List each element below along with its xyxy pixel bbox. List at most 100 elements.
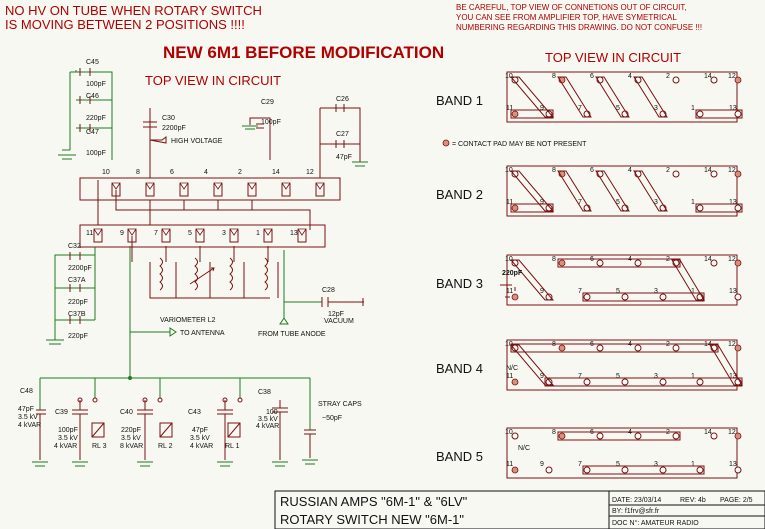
c37a-name: C37A <box>68 277 86 284</box>
switch-pin-top-label: 12 <box>306 169 314 176</box>
c39-name: C39 <box>55 409 68 416</box>
contact-note: = CONTACT PAD MAY BE NOT PRESENT <box>452 141 587 148</box>
switch-pin-top: 10 <box>102 169 121 197</box>
band-pin-bottom-label: 5 <box>616 199 620 206</box>
switch-pin-bottom: 9 <box>120 228 137 243</box>
c43-line-2: 3.5 kV <box>190 435 210 442</box>
band-pin-top-label: 6 <box>590 167 594 174</box>
c48-line-2: 3.5 kV <box>18 414 38 421</box>
band-pin-bottom-label: 3 <box>654 199 658 206</box>
c26-name: C26 <box>336 96 349 103</box>
switch-pin-top-label: 14 <box>272 169 280 176</box>
band-pin-bottom-label: 11 <box>506 199 513 206</box>
caution-line-2: YOU CAN SEE FROM AMPLIFIER TOP, HAVE SYM… <box>456 13 677 22</box>
band-label: BAND 4 <box>436 361 483 376</box>
rl1-label: RL 1 <box>225 443 240 450</box>
stray-caps-value: ~50pF <box>322 415 342 422</box>
warning-line-1: NO HV ON TUBE WHEN ROTARY SWITCH <box>5 3 262 18</box>
c45-value: 100pF <box>86 81 106 88</box>
band-pin-top-label: 2 <box>666 167 670 174</box>
c40-line-2: 3.5 kV <box>121 435 141 442</box>
band-pin-top-label: 8 <box>552 73 556 80</box>
band-pin-bottom-label: 9 <box>540 288 544 295</box>
c47-name: C47 <box>86 129 99 136</box>
switch-pin-bottom-label: 9 <box>120 230 124 237</box>
band-pin-bottom-label: 3 <box>654 373 658 380</box>
high-voltage-label: HIGH VOLTAGE <box>171 138 223 145</box>
left-view-header: TOP VIEW IN CIRCUIT <box>145 73 281 88</box>
band-pin-top-label: 14 <box>704 256 712 263</box>
c46-value: 220pF <box>86 115 106 122</box>
c38-line-1: 100 <box>266 409 278 416</box>
switch-pin-bottom-label: 1 <box>256 230 260 237</box>
title-block-date: DATE: 23/03/14 <box>612 497 661 504</box>
switch-pin-top-label: 6 <box>170 169 174 176</box>
c43-line-1: 47pF <box>192 427 208 434</box>
band4-extra: N/C <box>506 365 518 372</box>
c40-line-1: 220pF <box>121 427 141 434</box>
title-block: RUSSIAN AMPS "6M-1" & "6LV" ROTARY SWITC… <box>274 490 765 529</box>
main-title: NEW 6M1 BEFORE MODIFICATION <box>163 43 444 62</box>
c48-line-1: 47pF <box>18 406 34 413</box>
band-pin-top-label: 10 <box>505 429 513 436</box>
switch-pin-bottom-label: 3 <box>222 230 226 237</box>
band-pin-bottom-label: 13 <box>729 288 737 295</box>
band-label: BAND 5 <box>436 449 483 464</box>
band-pin-bottom-label: 13 <box>729 461 737 468</box>
c28-name: C28 <box>322 287 335 294</box>
caution-line-1: BE CAREFUL, TOP VIEW OF CONNETIONS OUT O… <box>456 3 687 12</box>
band-pin-bottom-label: 1 <box>691 461 695 468</box>
band-pin-bottom-label: 13 <box>729 199 737 206</box>
c39-line-1: 100pF <box>58 427 78 434</box>
relay-rl1: C43 47pF 3.5 kV 4 kVAR RL 1 <box>188 397 243 460</box>
to-antenna-label: TO ANTENNA <box>180 330 225 337</box>
band-pin-bottom-label: 5 <box>616 461 620 468</box>
switch-pin-top: 6 <box>170 169 189 197</box>
switch-pin-bottom-label: 11 <box>86 230 93 237</box>
switch-pin-bottom-label: 5 <box>188 230 192 237</box>
band-pin-top-label: 8 <box>552 167 556 174</box>
caution-line-3: NUMBERING REGARDING THIS DRAWING. DO NOT… <box>456 23 702 32</box>
band-pin-top-label: 12 <box>728 341 736 348</box>
c29-name: C29 <box>261 99 274 106</box>
switch-pin-top-label: 10 <box>102 169 110 176</box>
band-pin-bottom-label: 11 <box>506 105 513 112</box>
band-pin-top-label: 10 <box>505 256 513 263</box>
relay-rl2: C40 220pF 3.5 kV 8 kVAR RL 2 <box>120 397 173 460</box>
c32-name: C32 <box>68 243 81 250</box>
switch-wafer-top <box>79 177 341 201</box>
from-tube-label: FROM TUBE ANODE <box>258 331 326 338</box>
c38-line-3: 4 kVAR <box>256 423 279 430</box>
switch-pin-top-label: 8 <box>136 169 140 176</box>
band-pin-bottom-label: 11 <box>506 373 513 380</box>
c30-value: 2200pF <box>162 125 186 132</box>
band-pin-top-label: 10 <box>505 167 513 174</box>
band-pin-bottom-label: 1 <box>691 105 695 112</box>
c37b-name: C37B <box>68 311 86 318</box>
band-pin-bottom-label: 7 <box>578 105 582 112</box>
c40-name: C40 <box>120 409 133 416</box>
switch-pin-bottom: 5 <box>188 228 205 243</box>
band-pin-bottom-label: 9 <box>540 461 544 468</box>
c28-value: 12pF <box>328 311 344 318</box>
band-pin-bottom-label: 13 <box>729 105 737 112</box>
c32-value: 2200pF <box>68 265 92 272</box>
band-label: BAND 3 <box>436 276 483 291</box>
c40-line-3: 8 kVAR <box>120 443 143 450</box>
band5-extra: N/C <box>518 445 530 452</box>
switch-pin-bottom: 11 <box>86 228 103 243</box>
band-pin-top-label: 12 <box>728 256 736 263</box>
band-pin-bottom-label: 13 <box>729 373 737 380</box>
band-pin-top-label: 10 <box>505 73 513 80</box>
band-pin-bottom-label: 5 <box>616 105 620 112</box>
c27-value: 47pF <box>336 154 352 161</box>
switch-pin-top: 2 <box>238 169 257 197</box>
c30-name: C30 <box>162 115 175 122</box>
c48-name: C48 <box>20 388 33 395</box>
band-pin-bottom-label: 7 <box>578 373 582 380</box>
band-pin-bottom-label: 9 <box>540 105 544 112</box>
stray-caps-label: STRAY CAPS <box>318 401 362 408</box>
band-pin-top-label: 8 <box>552 429 556 436</box>
